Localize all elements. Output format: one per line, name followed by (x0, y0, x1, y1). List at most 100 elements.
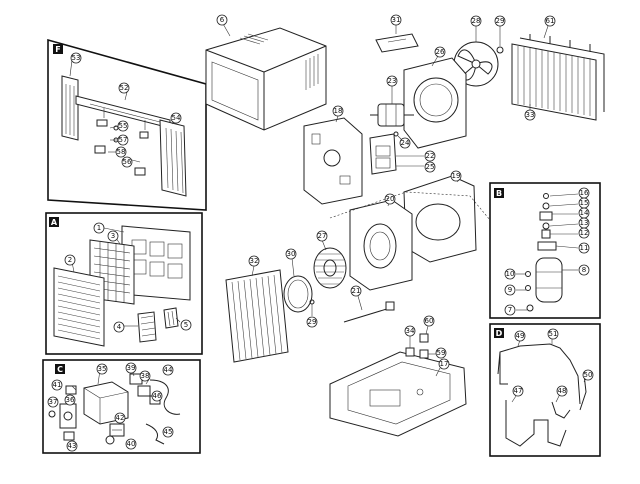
callout-4: 4 (113, 321, 125, 333)
part-53-left-bracket (61, 75, 79, 141)
callout-3: 3 (107, 230, 119, 242)
svg-text:21: 21 (352, 287, 361, 295)
part-9-sleeve (525, 285, 531, 291)
part-11-overload (537, 241, 557, 251)
svg-text:49: 49 (516, 332, 525, 340)
svg-text:B: B (496, 189, 502, 198)
part-22-motor-mount (369, 133, 397, 175)
section-f-tag: F (53, 44, 63, 54)
svg-text:31: 31 (392, 16, 401, 24)
callout-55: 55 (117, 120, 129, 132)
section-b-tag: B (494, 188, 504, 198)
callout-1: 1 (93, 222, 105, 234)
callout-47: 47 (512, 385, 524, 397)
callout-48: 48 (556, 385, 568, 397)
part-61-guard (519, 34, 605, 112)
svg-text:29: 29 (496, 17, 505, 25)
callout-10: 10 (504, 268, 516, 280)
part-33-condenser (511, 43, 597, 121)
small-hardware-f (94, 108, 149, 176)
svg-text:39: 39 (127, 364, 136, 372)
svg-text:5: 5 (184, 321, 188, 329)
callout-12: 12 (578, 227, 590, 239)
callout-20: 20 (384, 193, 396, 205)
callout-36: 36 (64, 394, 76, 406)
svg-text:10: 10 (506, 270, 515, 278)
section-c: C (42, 359, 201, 454)
callout-15: 15 (578, 197, 590, 209)
svg-text:58: 58 (117, 148, 126, 156)
callout-9: 9 (504, 284, 516, 296)
svg-text:22: 22 (426, 152, 435, 160)
callout-34: 34 (404, 325, 416, 337)
svg-text:54: 54 (172, 114, 181, 122)
part-27-blower-wheel (313, 247, 347, 289)
part-24-screw (393, 131, 399, 137)
callout-31: 31 (390, 14, 402, 26)
part-34-grommet (405, 347, 415, 357)
part-18-bulkhead (303, 117, 363, 205)
svg-text:56: 56 (123, 158, 132, 166)
part-21-sensor (343, 301, 395, 323)
svg-text:37: 37 (49, 398, 58, 406)
part-1-front-panel (121, 225, 191, 301)
part-44-wire (149, 379, 181, 415)
svg-text:D: D (496, 329, 503, 338)
callout-49: 49 (514, 330, 526, 342)
callout-14: 14 (578, 207, 590, 219)
svg-text:24: 24 (401, 139, 410, 147)
callout-52: 52 (118, 82, 130, 94)
svg-text:6: 6 (220, 16, 225, 24)
callout-17: 17 (438, 358, 450, 370)
callout-29-lower: 29 (306, 316, 318, 328)
svg-text:40: 40 (127, 440, 136, 448)
svg-text:60: 60 (425, 317, 434, 325)
callout-26: 26 (434, 46, 446, 58)
svg-text:27: 27 (318, 232, 327, 240)
callout-37: 37 (47, 396, 59, 408)
part-29-nut-top (496, 46, 504, 54)
part-10-grommet (525, 271, 531, 277)
svg-text:43: 43 (68, 442, 77, 450)
part-41-terminal (65, 385, 77, 395)
section-d-tag: D (494, 328, 504, 338)
callout-33: 33 (524, 109, 536, 121)
callout-24: 24 (399, 137, 411, 149)
part-43-plate (63, 431, 75, 441)
part-32-evaporator (225, 269, 289, 363)
section-b-frame (489, 182, 601, 319)
callout-16: 16 (578, 187, 590, 199)
callout-39: 39 (125, 362, 137, 374)
svg-text:36: 36 (66, 396, 75, 404)
callout-60: 60 (423, 315, 435, 327)
svg-text:1: 1 (97, 224, 101, 232)
svg-text:11: 11 (580, 244, 589, 252)
callout-41: 41 (51, 379, 63, 391)
callout-44: 44 (162, 364, 174, 376)
svg-text:28: 28 (472, 17, 481, 25)
callout-21: 21 (350, 285, 362, 297)
callout-43: 43 (66, 440, 78, 452)
callout-7: 7 (504, 304, 516, 316)
svg-text:25: 25 (426, 163, 435, 171)
part-37-screw (48, 410, 56, 418)
callout-19: 19 (450, 170, 462, 182)
part-59-washer (419, 349, 429, 359)
callout-13: 13 (578, 217, 590, 229)
part-35-control-box (83, 381, 129, 425)
svg-text:59: 59 (437, 349, 446, 357)
callout-11: 11 (578, 242, 590, 254)
svg-text:26: 26 (436, 48, 445, 56)
svg-text:A: A (51, 218, 58, 227)
part-4-louver (137, 311, 157, 343)
section-f: F (47, 38, 207, 211)
callout-59: 59 (435, 347, 447, 359)
svg-text:47: 47 (514, 387, 523, 395)
svg-text:44: 44 (164, 366, 173, 374)
svg-text:38: 38 (141, 372, 150, 380)
part-42-capacitor (109, 423, 125, 437)
svg-text:23: 23 (388, 77, 397, 85)
svg-text:19: 19 (452, 172, 461, 180)
callout-51: 51 (547, 328, 559, 340)
callout-8: 8 (578, 264, 590, 276)
